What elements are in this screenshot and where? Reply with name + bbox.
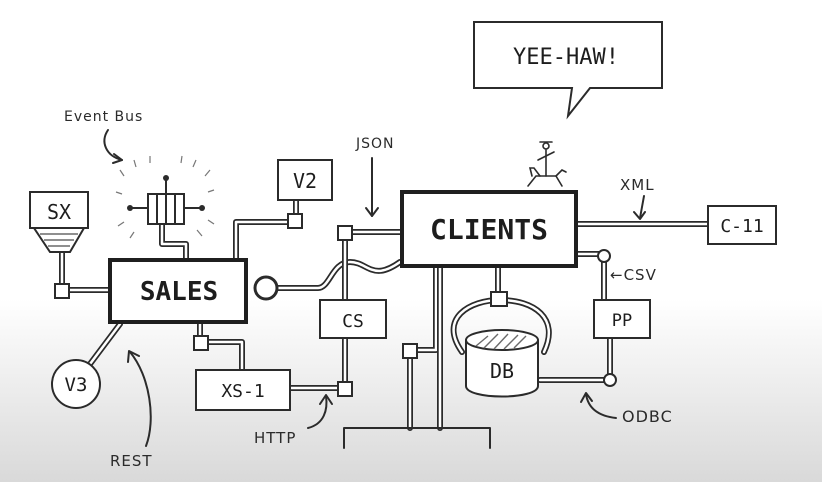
- pipe-clients-ground: [407, 263, 443, 431]
- annotation-rest: REST: [110, 350, 153, 470]
- pipe-cs-xs1: [287, 335, 348, 391]
- node-db: DB: [465, 329, 539, 398]
- annotation-odbc-text: ODBC: [622, 407, 673, 426]
- cowboy-icon: [527, 141, 567, 187]
- annotation-xml: XML: [620, 176, 655, 220]
- node-cs: CS: [319, 299, 387, 339]
- pipe-eventbus-sales: [159, 222, 189, 265]
- node-c11-label: C-11: [720, 216, 763, 237]
- speech-bubble: YEE-HAW!: [473, 21, 663, 120]
- base-platform: [343, 427, 491, 449]
- pipe-sales-v3: [87, 321, 123, 367]
- annotation-rest-text: REST: [110, 452, 153, 470]
- speech-bubble-text: YEE-HAW!: [513, 45, 619, 70]
- annotation-json-text: JSON: [355, 136, 395, 152]
- pipe-joints: [54, 213, 617, 397]
- pipe-v2-sales: [233, 197, 299, 265]
- annotation-http-text: HTTP: [254, 429, 296, 447]
- node-cs-label: CS: [342, 311, 364, 332]
- node-clients-label: CLIENTS: [430, 213, 548, 246]
- node-sales-label: SALES: [140, 277, 218, 307]
- node-sales: SALES: [108, 258, 248, 324]
- annotation-json: JSON: [355, 136, 395, 217]
- node-sx-label: SX: [47, 200, 71, 224]
- node-v3-label: V3: [65, 374, 88, 396]
- node-pp-label: PP: [612, 311, 632, 331]
- node-pp: PP: [593, 299, 651, 339]
- annotation-event-bus-text: Event Bus: [64, 109, 143, 125]
- annotation-xml-text: XML: [620, 176, 655, 194]
- pipe-pp-db: [537, 335, 613, 383]
- node-sx: SX: [29, 191, 89, 253]
- node-db-label: DB: [490, 359, 514, 383]
- node-v3: V3: [51, 359, 101, 409]
- node-xs1-label: XS-1: [221, 381, 264, 402]
- annotation-event-bus: Event Bus: [64, 109, 143, 164]
- annotation-http: HTTP: [254, 394, 333, 447]
- node-clients: CLIENTS: [400, 190, 578, 268]
- pipe-sales-xs1: [197, 321, 245, 373]
- annotation-csv: ←CSV: [610, 266, 657, 284]
- annotation-odbc: ODBC: [580, 392, 673, 426]
- node-xs1: XS-1: [195, 369, 291, 411]
- pipe-sales-clients: [259, 259, 403, 291]
- node-event-bus: [115, 155, 215, 239]
- node-c11: C-11: [707, 205, 777, 245]
- node-v2: V2: [277, 159, 333, 201]
- node-v2-label: V2: [293, 169, 317, 193]
